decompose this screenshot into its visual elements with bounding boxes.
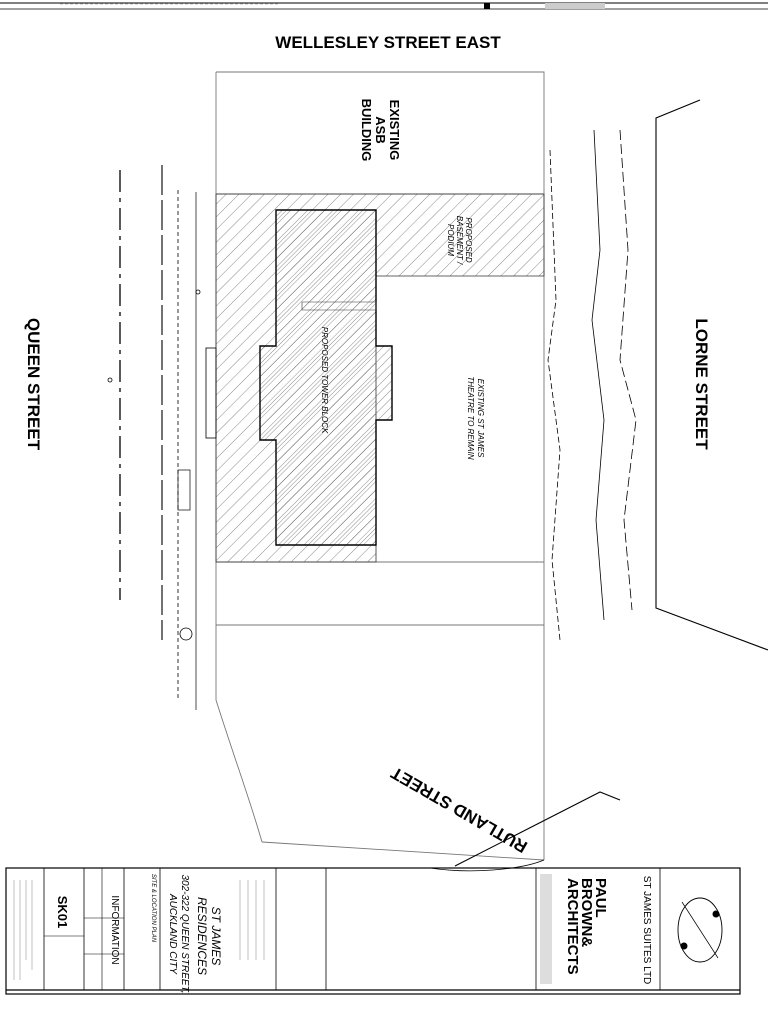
notes-text-lines — [13, 880, 265, 980]
sheet-header-strip — [0, 2, 768, 10]
svg-text:THEATRE TO REMAIN: THEATRE TO REMAIN — [466, 376, 475, 459]
asb-building-label: EXISTING ASB BUILDING — [359, 99, 402, 162]
queen-street-label: QUEEN STREET — [24, 318, 43, 451]
svg-text:PAUL: PAUL — [592, 878, 609, 918]
svg-text:ST JAMES: ST JAMES — [209, 907, 223, 966]
podium-label: PROPOSED BASEMENT / PODIUM — [446, 216, 473, 265]
tower-block — [259, 209, 393, 546]
drawing-number: SK01 — [55, 896, 70, 929]
svg-text:BROWN&: BROWN& — [578, 878, 595, 947]
svg-text:BUILDING: BUILDING — [359, 99, 374, 162]
title-block — [5, 867, 741, 995]
svg-text:AUCKLAND CITY: AUCKLAND CITY — [167, 893, 178, 975]
svg-text:EXISTING: EXISTING — [387, 100, 402, 161]
svg-text:ARCHITECTS: ARCHITECTS — [564, 878, 581, 975]
architect-logo: PAUL BROWN& ARCHITECTS — [564, 878, 609, 975]
svg-text:RESIDENCES: RESIDENCES — [195, 897, 209, 975]
svg-text:302-322 QUEEN STREET,: 302-322 QUEEN STREET, — [179, 874, 190, 993]
rutland-street-label: RUTLAND STREET — [387, 763, 530, 857]
svg-text:BASEMENT /: BASEMENT / — [455, 216, 464, 265]
wellesley-street-label: WELLESLEY STREET EAST — [275, 33, 501, 52]
svg-text:PROPOSED: PROPOSED — [464, 217, 473, 263]
project-name: ST JAMES RESIDENCES — [195, 897, 223, 975]
lorne-street-label: LORNE STREET — [692, 318, 711, 450]
rutland-street-edges — [429, 791, 621, 872]
svg-text:EXISTING ST JAMES: EXISTING ST JAMES — [476, 379, 485, 458]
tower-block-label: PROPOSED TOWER BLOCK — [320, 327, 329, 434]
sheet-status: INFORMATION — [109, 895, 120, 964]
queen-street-edges — [107, 165, 217, 710]
project-address: 302-322 QUEEN STREET, AUCKLAND CITY — [167, 874, 190, 993]
client-name: ST JAMES SUITES LTD — [641, 876, 652, 985]
theatre-label: EXISTING ST JAMES THEATRE TO REMAIN — [466, 376, 485, 459]
svg-text:ASB: ASB — [373, 116, 388, 143]
north-point-symbol — [677, 897, 723, 963]
sheet-title: SITE & LOCATION PLAN — [150, 874, 156, 943]
svg-text:PODIUM: PODIUM — [446, 224, 455, 256]
lorne-street-edges — [547, 99, 768, 651]
